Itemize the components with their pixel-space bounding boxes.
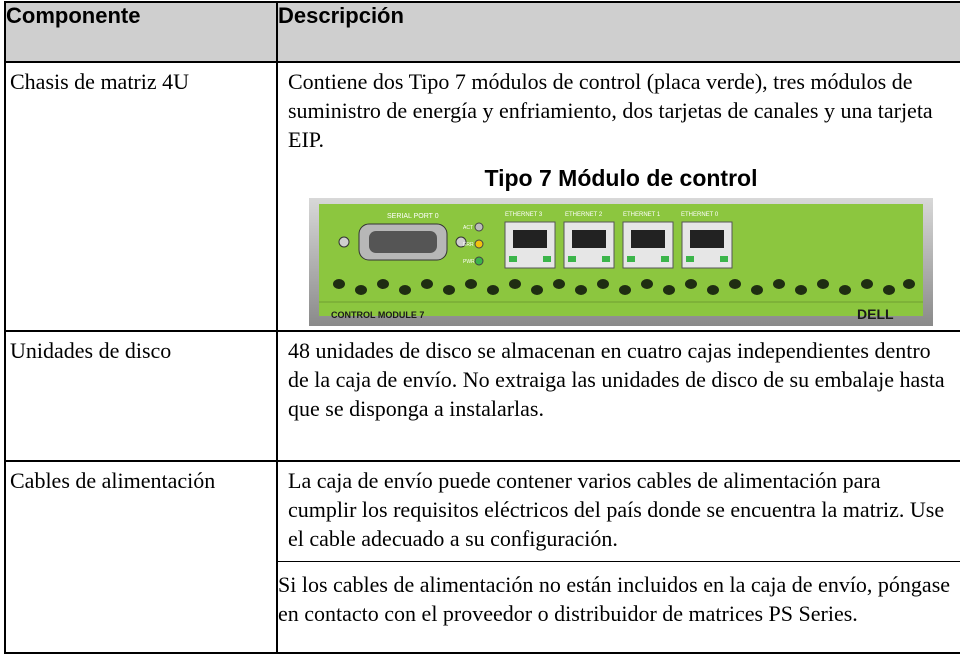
ethernet-label: ETHERNET 2	[565, 212, 603, 218]
pwr-led-icon	[474, 256, 484, 266]
module-label: CONTROL MODULE 7	[331, 310, 424, 320]
component-name: Cables de alimentación	[10, 468, 216, 493]
column-header-description: Descripción	[276, 1, 960, 63]
act-led-icon	[474, 222, 484, 232]
dell-logo: DELL	[857, 306, 894, 322]
table-row: Chasis de matriz 4U Contiene dos Tipo 7 …	[4, 61, 960, 332]
component-cell: Unidades de disco	[4, 330, 278, 462]
description-text: 48 unidades de disco se almacenan en cua…	[288, 338, 945, 421]
led-label-pwr: PWR	[463, 259, 475, 265]
led-label-act: ACT	[463, 225, 473, 231]
ethernet-label: ETHERNET 1	[623, 212, 661, 218]
description-cell: La caja de envío puede contener varios c…	[276, 460, 960, 654]
err-led-icon	[474, 239, 484, 249]
description-text: Contiene dos Tipo 7 módulos de control (…	[288, 69, 933, 152]
component-cell: Chasis de matriz 4U	[4, 61, 278, 332]
table-row: Cables de alimentación La caja de envío …	[4, 460, 960, 654]
serial-port-label: SERIAL PORT 0	[387, 213, 439, 220]
ethernet-ports: ETHERNET 3 ETHERNET 2 ETHERNET 1 ETHERNE…	[504, 212, 733, 269]
control-module-image: SERIAL PORT 0 ACT ERR PWR ETHERNET 3	[309, 198, 933, 326]
column-header-component: Componente	[4, 1, 278, 63]
component-name: Unidades de disco	[10, 338, 172, 363]
ethernet-label: ETHERNET 0	[681, 212, 719, 218]
table-row: Unidades de disco 48 unidades de disco s…	[4, 330, 960, 462]
description-cell: 48 unidades de disco se almacenan en cua…	[276, 330, 960, 462]
figure-title: Tipo 7 Módulo de control	[484, 165, 758, 191]
vent-holes	[333, 279, 915, 295]
component-cell: Cables de alimentación	[4, 460, 278, 654]
component-name: Chasis de matriz 4U	[10, 69, 190, 94]
description-text: La caja de envío puede contener varios c…	[288, 468, 945, 551]
led-label-err: ERR	[463, 242, 474, 248]
description-cell: Contiene dos Tipo 7 módulos de control (…	[276, 61, 960, 332]
ethernet-label: ETHERNET 3	[505, 212, 543, 218]
components-table: Componente Descripción Chasis de matriz …	[4, 1, 960, 654]
table-header-row: Componente Descripción	[4, 1, 960, 63]
description-text-secondary: Si los cables de alimentación no están i…	[278, 561, 960, 628]
